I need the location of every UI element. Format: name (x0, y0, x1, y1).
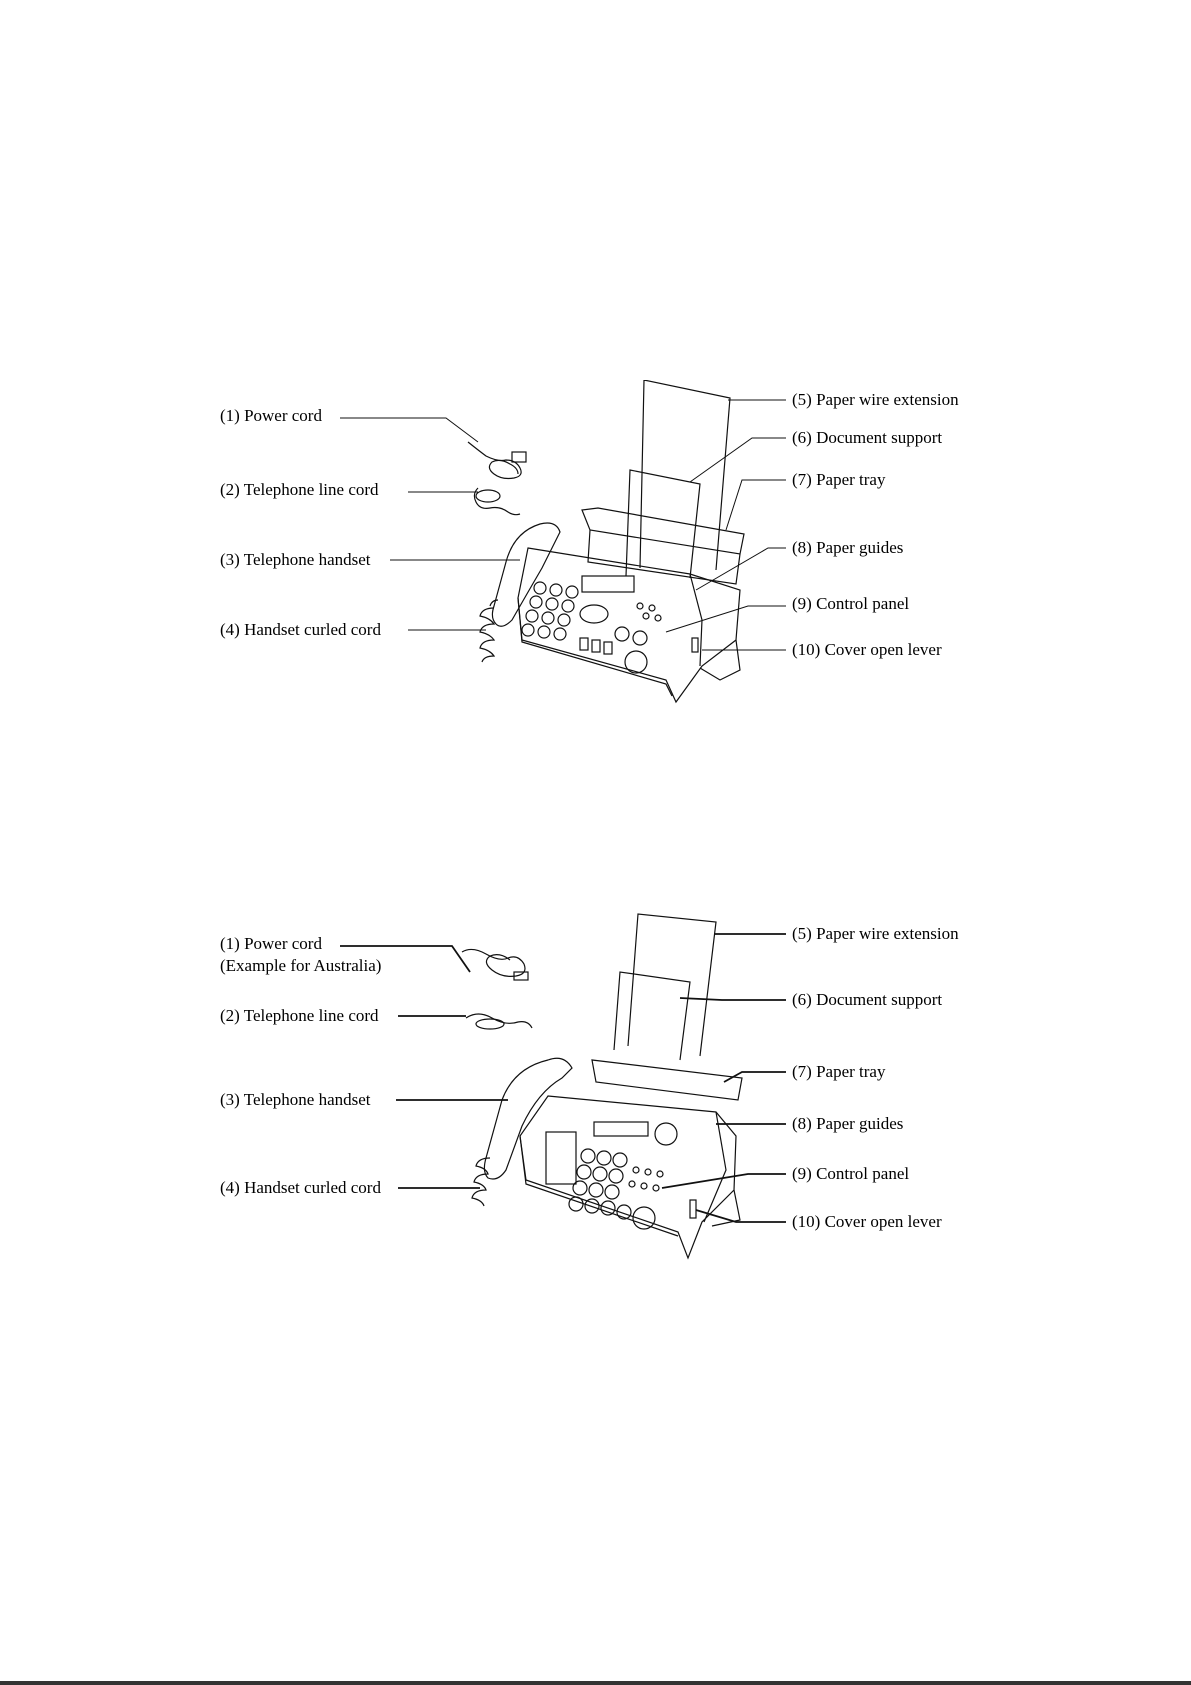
line-cord-drawing (473, 487, 521, 516)
label-control-panel-2: (9) Control panel (792, 1164, 910, 1183)
label-telephone-handset-2: (3) Telephone handset (220, 1090, 371, 1109)
label-cover-open-lever-2: (10) Cover open lever (792, 1212, 942, 1231)
paper-tray-drawing-2 (591, 1059, 743, 1101)
label-power-cord-2: (1) Power cord (220, 934, 322, 953)
handset-drawing-2 (483, 1057, 573, 1180)
label-document-support-2: (6) Document support (792, 990, 943, 1009)
label-telephone-line-cord: (2) Telephone line cord (220, 480, 379, 499)
paper-wire-extension-drawing (639, 380, 731, 571)
label-paper-tray: (7) Paper tray (792, 470, 886, 489)
label-handset-curled-cord-2: (4) Handset curled cord (220, 1178, 381, 1197)
document-support-drawing (625, 469, 701, 579)
label-telephone-handset: (3) Telephone handset (220, 550, 371, 569)
leader-line-2-9 (661, 1173, 786, 1189)
label-paper-wire-extension-2: (5) Paper wire extension (792, 924, 959, 943)
leader-line-7 (725, 479, 786, 531)
fax-body-drawing-2 (519, 1095, 737, 1260)
label-control-panel: (9) Control panel (792, 594, 910, 613)
leader-line-8 (695, 547, 786, 591)
handset-drawing (491, 522, 561, 627)
leader-line-1 (340, 417, 479, 443)
fax-diagram-2: (1) Power cord (Example for Australia) (… (0, 900, 1191, 1280)
leader-line-6 (689, 437, 786, 483)
label-document-support: (6) Document support (792, 428, 943, 447)
fax-body-drawing (517, 547, 741, 704)
curled-cord-drawing (479, 607, 496, 663)
fax-machine-illustration-1 (340, 380, 786, 704)
label-paper-tray-2: (7) Paper tray (792, 1062, 886, 1081)
fax-machine-illustration-2 (340, 913, 786, 1260)
paper-tray-drawing (581, 507, 745, 555)
leader-line-2-10 (695, 1209, 786, 1223)
curled-cord-drawing-2 (471, 1157, 491, 1207)
power-cord-drawing (467, 441, 522, 480)
label-cover-open-lever: (10) Cover open lever (792, 640, 942, 659)
line-cord-drawing-2 (465, 1013, 533, 1029)
leader-line-2-1 (340, 945, 471, 973)
label-power-cord: (1) Power cord (220, 406, 322, 425)
fax-diagram-1: (1) Power cord (2) Telephone line cord (… (0, 380, 1191, 780)
label-paper-guides-2: (8) Paper guides (792, 1114, 904, 1133)
leader-line-2-7 (723, 1071, 786, 1083)
leader-line-2-6 (679, 997, 786, 1001)
paper-wire-extension-drawing-2 (627, 913, 717, 1057)
leader-line-9 (665, 605, 786, 633)
label-paper-wire-extension: (5) Paper wire extension (792, 390, 959, 409)
display-drawing-2 (593, 1121, 649, 1137)
bottom-border (0, 1681, 1191, 1685)
label-handset-curled-cord: (4) Handset curled cord (220, 620, 381, 639)
label-power-cord-example: (Example for Australia) (220, 956, 382, 975)
display-drawing (581, 575, 635, 593)
label-telephone-line-cord-2: (2) Telephone line cord (220, 1006, 379, 1025)
label-paper-guides: (8) Paper guides (792, 538, 904, 557)
document-support-drawing-2 (613, 971, 691, 1061)
